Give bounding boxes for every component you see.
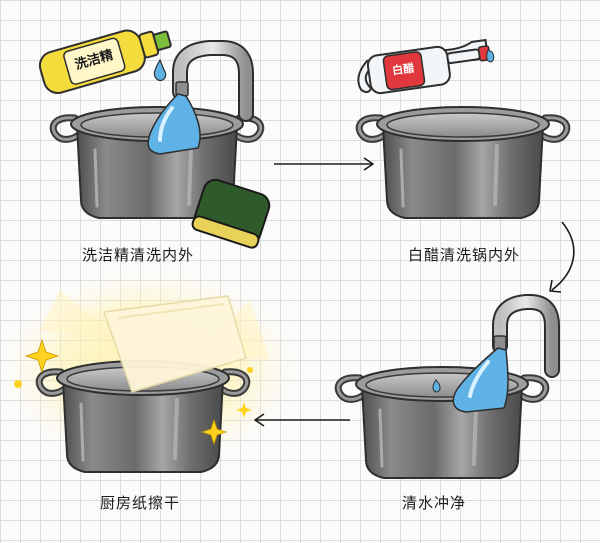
step-2-illustration: 白醋	[355, 38, 567, 218]
step-1-illustration: 洗洁精	[38, 29, 271, 249]
step-1-caption: 洗洁精清洗内外	[82, 246, 195, 264]
vinegar-bottle	[357, 38, 491, 95]
step-3-illustration	[338, 294, 560, 478]
arrow-curve-down	[549, 221, 575, 293]
step-4-illustration	[0, 268, 300, 472]
flow-arrows	[254, 157, 575, 427]
step-3-caption: 清水冲净	[402, 494, 467, 512]
detergent-bottle	[38, 29, 172, 94]
vinegar-bottle-label: 白醋	[391, 61, 415, 78]
arrow-right	[274, 157, 374, 171]
step-2-caption: 白醋清洗锅内外	[408, 246, 521, 264]
sponge	[191, 178, 271, 249]
arrow-left	[254, 413, 350, 427]
step-4-caption: 厨房纸擦干	[100, 494, 181, 512]
